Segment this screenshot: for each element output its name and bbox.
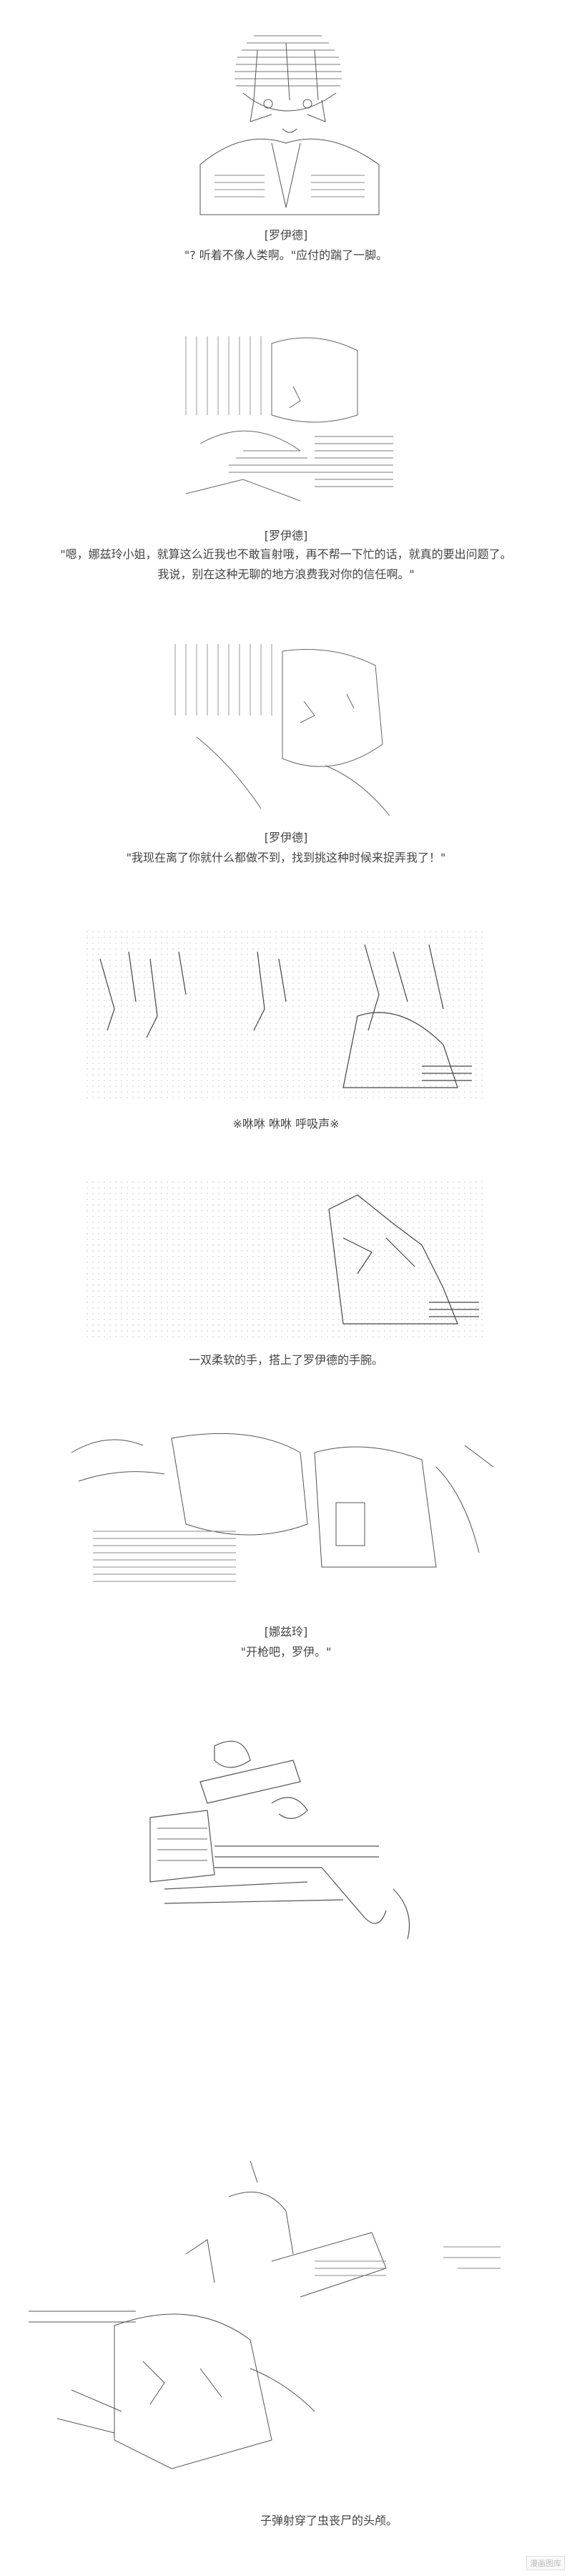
site-watermark: 漫画图库 <box>526 2556 565 2570</box>
dialogue-line-2a: "嗯，娜兹玲小姐，就算这么近我也不敢盲射哦，再不帮一下忙的话，就真的要出问题了。 <box>60 547 512 561</box>
ascii-art-panel-7 <box>149 1740 410 1940</box>
narration-caption-8: 子弹射穿了虫丧尸的头颅。 <box>260 2514 398 2527</box>
ascii-art-panel-3 <box>174 644 390 816</box>
ascii-art-panel-1 <box>199 35 380 215</box>
ascii-art-panel-4 <box>86 930 486 1102</box>
dialogue-line-6: "开枪吧，罗伊。" <box>240 1645 332 1659</box>
speaker-label-2: [罗伊德] <box>264 529 308 542</box>
sound-effect-caption: ※咻咻 咻咻 呼吸声※ <box>232 1117 340 1131</box>
ascii-art-panel-6 <box>71 1433 494 1582</box>
speaker-label-3: [罗伊德] <box>264 831 308 844</box>
ascii-art-panel-2 <box>185 336 393 502</box>
dialogue-line-3: "我现在离了你就什么都做不到，找到挑这种时候来捉弄我了！" <box>126 851 446 864</box>
narration-caption-5: 一双柔软的手，搭上了罗伊德的手腕。 <box>188 1353 383 1367</box>
speaker-label-6: [娜兹玲] <box>264 1625 308 1639</box>
ascii-art-panel-8 <box>29 2160 500 2469</box>
speaker-label-1: [罗伊德] <box>264 228 308 242</box>
dialogue-line-1: "? 听着不像人类啊。"应付的踹了一脚。 <box>184 248 388 262</box>
ascii-art-panel-5 <box>86 1181 486 1338</box>
dialogue-line-2b: 我说，别在这种无聊的地方浪费我对你的信任啊。" <box>157 567 415 581</box>
